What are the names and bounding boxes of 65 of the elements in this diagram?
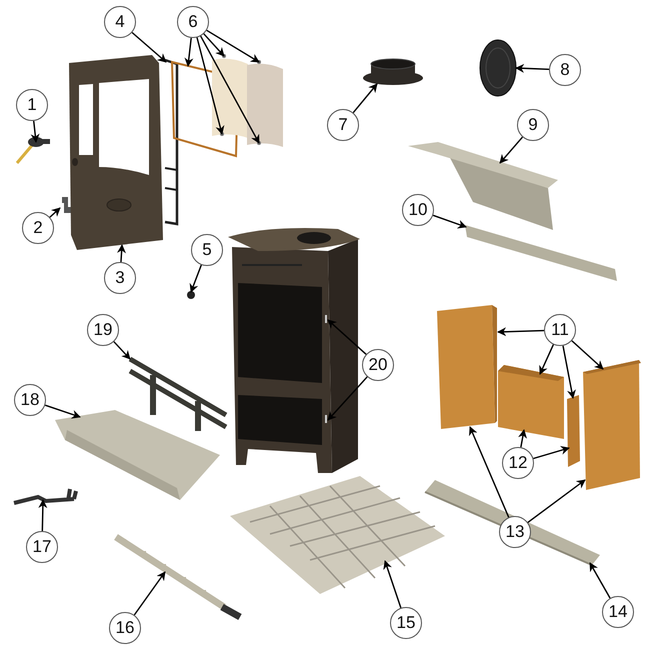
leader-line xyxy=(203,33,225,57)
leader-line xyxy=(518,429,527,448)
leader-line xyxy=(515,64,550,73)
callout-number: 19 xyxy=(87,314,119,346)
callout-number: 2 xyxy=(22,212,54,244)
cover-plate-drawing xyxy=(477,38,519,98)
callout-number: 15 xyxy=(390,607,422,639)
leader-line xyxy=(533,446,570,460)
callout-number: 13 xyxy=(499,516,531,548)
leader-line xyxy=(49,207,61,218)
brick-drawing xyxy=(567,395,581,467)
callout-number: 1 xyxy=(16,89,48,121)
leader-line xyxy=(571,340,604,370)
callout-number: 5 xyxy=(191,234,223,266)
flue-collar-drawing xyxy=(362,58,424,88)
door-drawing xyxy=(67,55,165,250)
rail-drawing xyxy=(465,225,617,283)
brick-drawing xyxy=(498,365,565,440)
baffle-plate-drawing xyxy=(408,142,558,232)
leader-line xyxy=(38,499,48,532)
leader-line xyxy=(113,341,131,360)
brick-drawing xyxy=(583,360,641,490)
callout-number: 10 xyxy=(402,194,434,226)
leader-line xyxy=(352,83,378,114)
leader-line xyxy=(44,404,81,419)
leader-line xyxy=(589,562,611,598)
callout-number: 4 xyxy=(104,6,136,38)
callout-number: 20 xyxy=(362,349,394,381)
callout-number: 11 xyxy=(544,314,576,346)
grate-drawing xyxy=(230,476,445,596)
leader-line xyxy=(497,327,544,336)
leader-line xyxy=(327,376,368,421)
brick-drawing xyxy=(437,305,497,430)
callout-number: 9 xyxy=(517,109,549,141)
callout-number: 7 xyxy=(327,109,359,141)
callout-number: 6 xyxy=(177,6,209,38)
leader-line xyxy=(134,571,166,616)
leader-line xyxy=(539,344,554,375)
ash-pan-drawing xyxy=(55,410,220,500)
leader-line xyxy=(30,120,40,143)
callout-number: 17 xyxy=(26,531,58,563)
leader-line xyxy=(432,214,467,229)
leader-line xyxy=(117,244,126,262)
leader-line xyxy=(383,560,402,608)
leader-line xyxy=(196,37,224,135)
leader-line xyxy=(206,30,260,63)
callout-number: 12 xyxy=(502,447,534,479)
leader-line xyxy=(562,346,576,399)
callout-number: 16 xyxy=(109,612,141,644)
knob-drawing xyxy=(186,290,196,300)
leader-line xyxy=(527,479,586,524)
callout-number: 18 xyxy=(14,384,46,416)
stove-drawing xyxy=(228,225,360,473)
callout-number: 8 xyxy=(549,54,581,86)
leader-line xyxy=(190,264,202,293)
leader-line xyxy=(200,36,260,144)
grate-bar-drawing xyxy=(114,535,244,620)
leader-line xyxy=(184,38,194,67)
leader-line xyxy=(327,319,367,355)
leader-line xyxy=(132,32,167,63)
callout-number: 3 xyxy=(104,262,136,294)
rope-seal-drawing xyxy=(164,58,179,226)
callout-number: 14 xyxy=(602,596,634,628)
leader-line xyxy=(499,136,524,164)
leader-line xyxy=(469,426,510,518)
